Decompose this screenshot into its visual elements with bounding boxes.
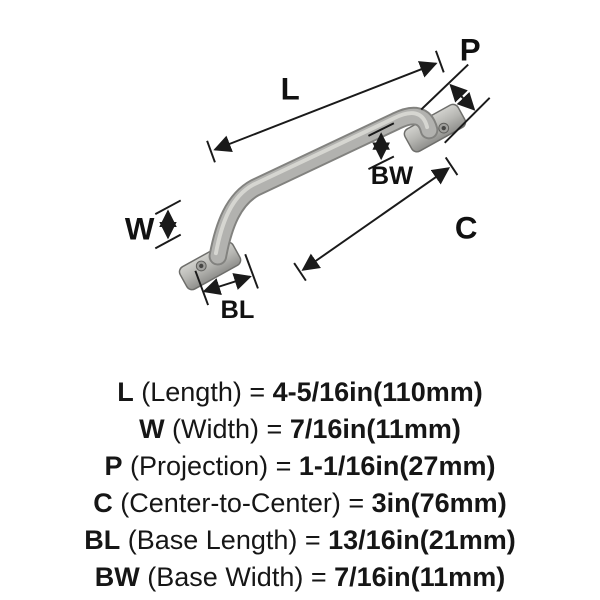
dim-label-base-width: BW <box>371 162 413 190</box>
spec-text: (Base Length) = <box>120 525 329 555</box>
spec-symbol: C <box>93 488 113 518</box>
dim-base-length: BL <box>194 253 259 324</box>
spec-value: 4-5/16in(110mm) <box>272 377 483 407</box>
spec-value: 7/16in(11mm) <box>334 562 506 592</box>
spec-symbol: BW <box>94 562 140 592</box>
dim-label-width: W <box>125 212 155 247</box>
left-screw-hole-center <box>199 263 204 269</box>
spec-row-length: L (Length) = 4-5/16in(110mm) <box>0 374 600 411</box>
dim-label-base-length: BL <box>220 296 254 324</box>
dim-length: L <box>206 50 445 163</box>
dim-center-to-center: C <box>293 156 478 282</box>
spec-value: 1-1/16in(27mm) <box>298 451 496 481</box>
spec-text: (Center-to-Center) = <box>112 488 372 518</box>
handle-left-base <box>178 241 242 291</box>
dim-projection: P <box>420 33 491 144</box>
handle-illustration <box>178 103 467 291</box>
spec-value: 7/16in(11mm) <box>289 414 461 444</box>
dimension-diagram: L P BW W <box>125 33 491 324</box>
spec-row-base-width: BW (Base Width) = 7/16in(11mm) <box>0 559 600 596</box>
spec-row-width: W (Width) = 7/16in(11mm) <box>0 411 600 448</box>
spec-text: (Projection) = <box>122 451 299 481</box>
dim-label-length: L <box>281 72 300 107</box>
spec-text: (Length) = <box>133 377 273 407</box>
dim-width: W <box>125 199 182 250</box>
spec-symbol: P <box>104 451 123 481</box>
dim-label-center-to-center: C <box>455 211 478 246</box>
spec-value: 3in(76mm) <box>371 488 507 518</box>
spec-value: 13/16in(21mm) <box>328 525 516 555</box>
spec-text: (Width) = <box>164 414 290 444</box>
spec-text: (Base Width) = <box>139 562 335 592</box>
right-screw-hole-center <box>441 125 446 131</box>
spec-row-base-length: BL (Base Length) = 13/16in(21mm) <box>0 522 600 559</box>
spec-symbol: L <box>117 377 134 407</box>
spec-row-projection: P (Projection) = 1-1/16in(27mm) <box>0 448 600 485</box>
spec-symbol: W <box>139 414 165 444</box>
dimension-annotations: L P BW W <box>125 33 491 324</box>
spec-symbol: BL <box>84 525 121 555</box>
dim-label-projection: P <box>460 33 481 68</box>
spec-list: L (Length) = 4-5/16in(110mm) W (Width) =… <box>0 374 600 596</box>
spec-row-center-to-center: C (Center-to-Center) = 3in(76mm) <box>0 485 600 522</box>
